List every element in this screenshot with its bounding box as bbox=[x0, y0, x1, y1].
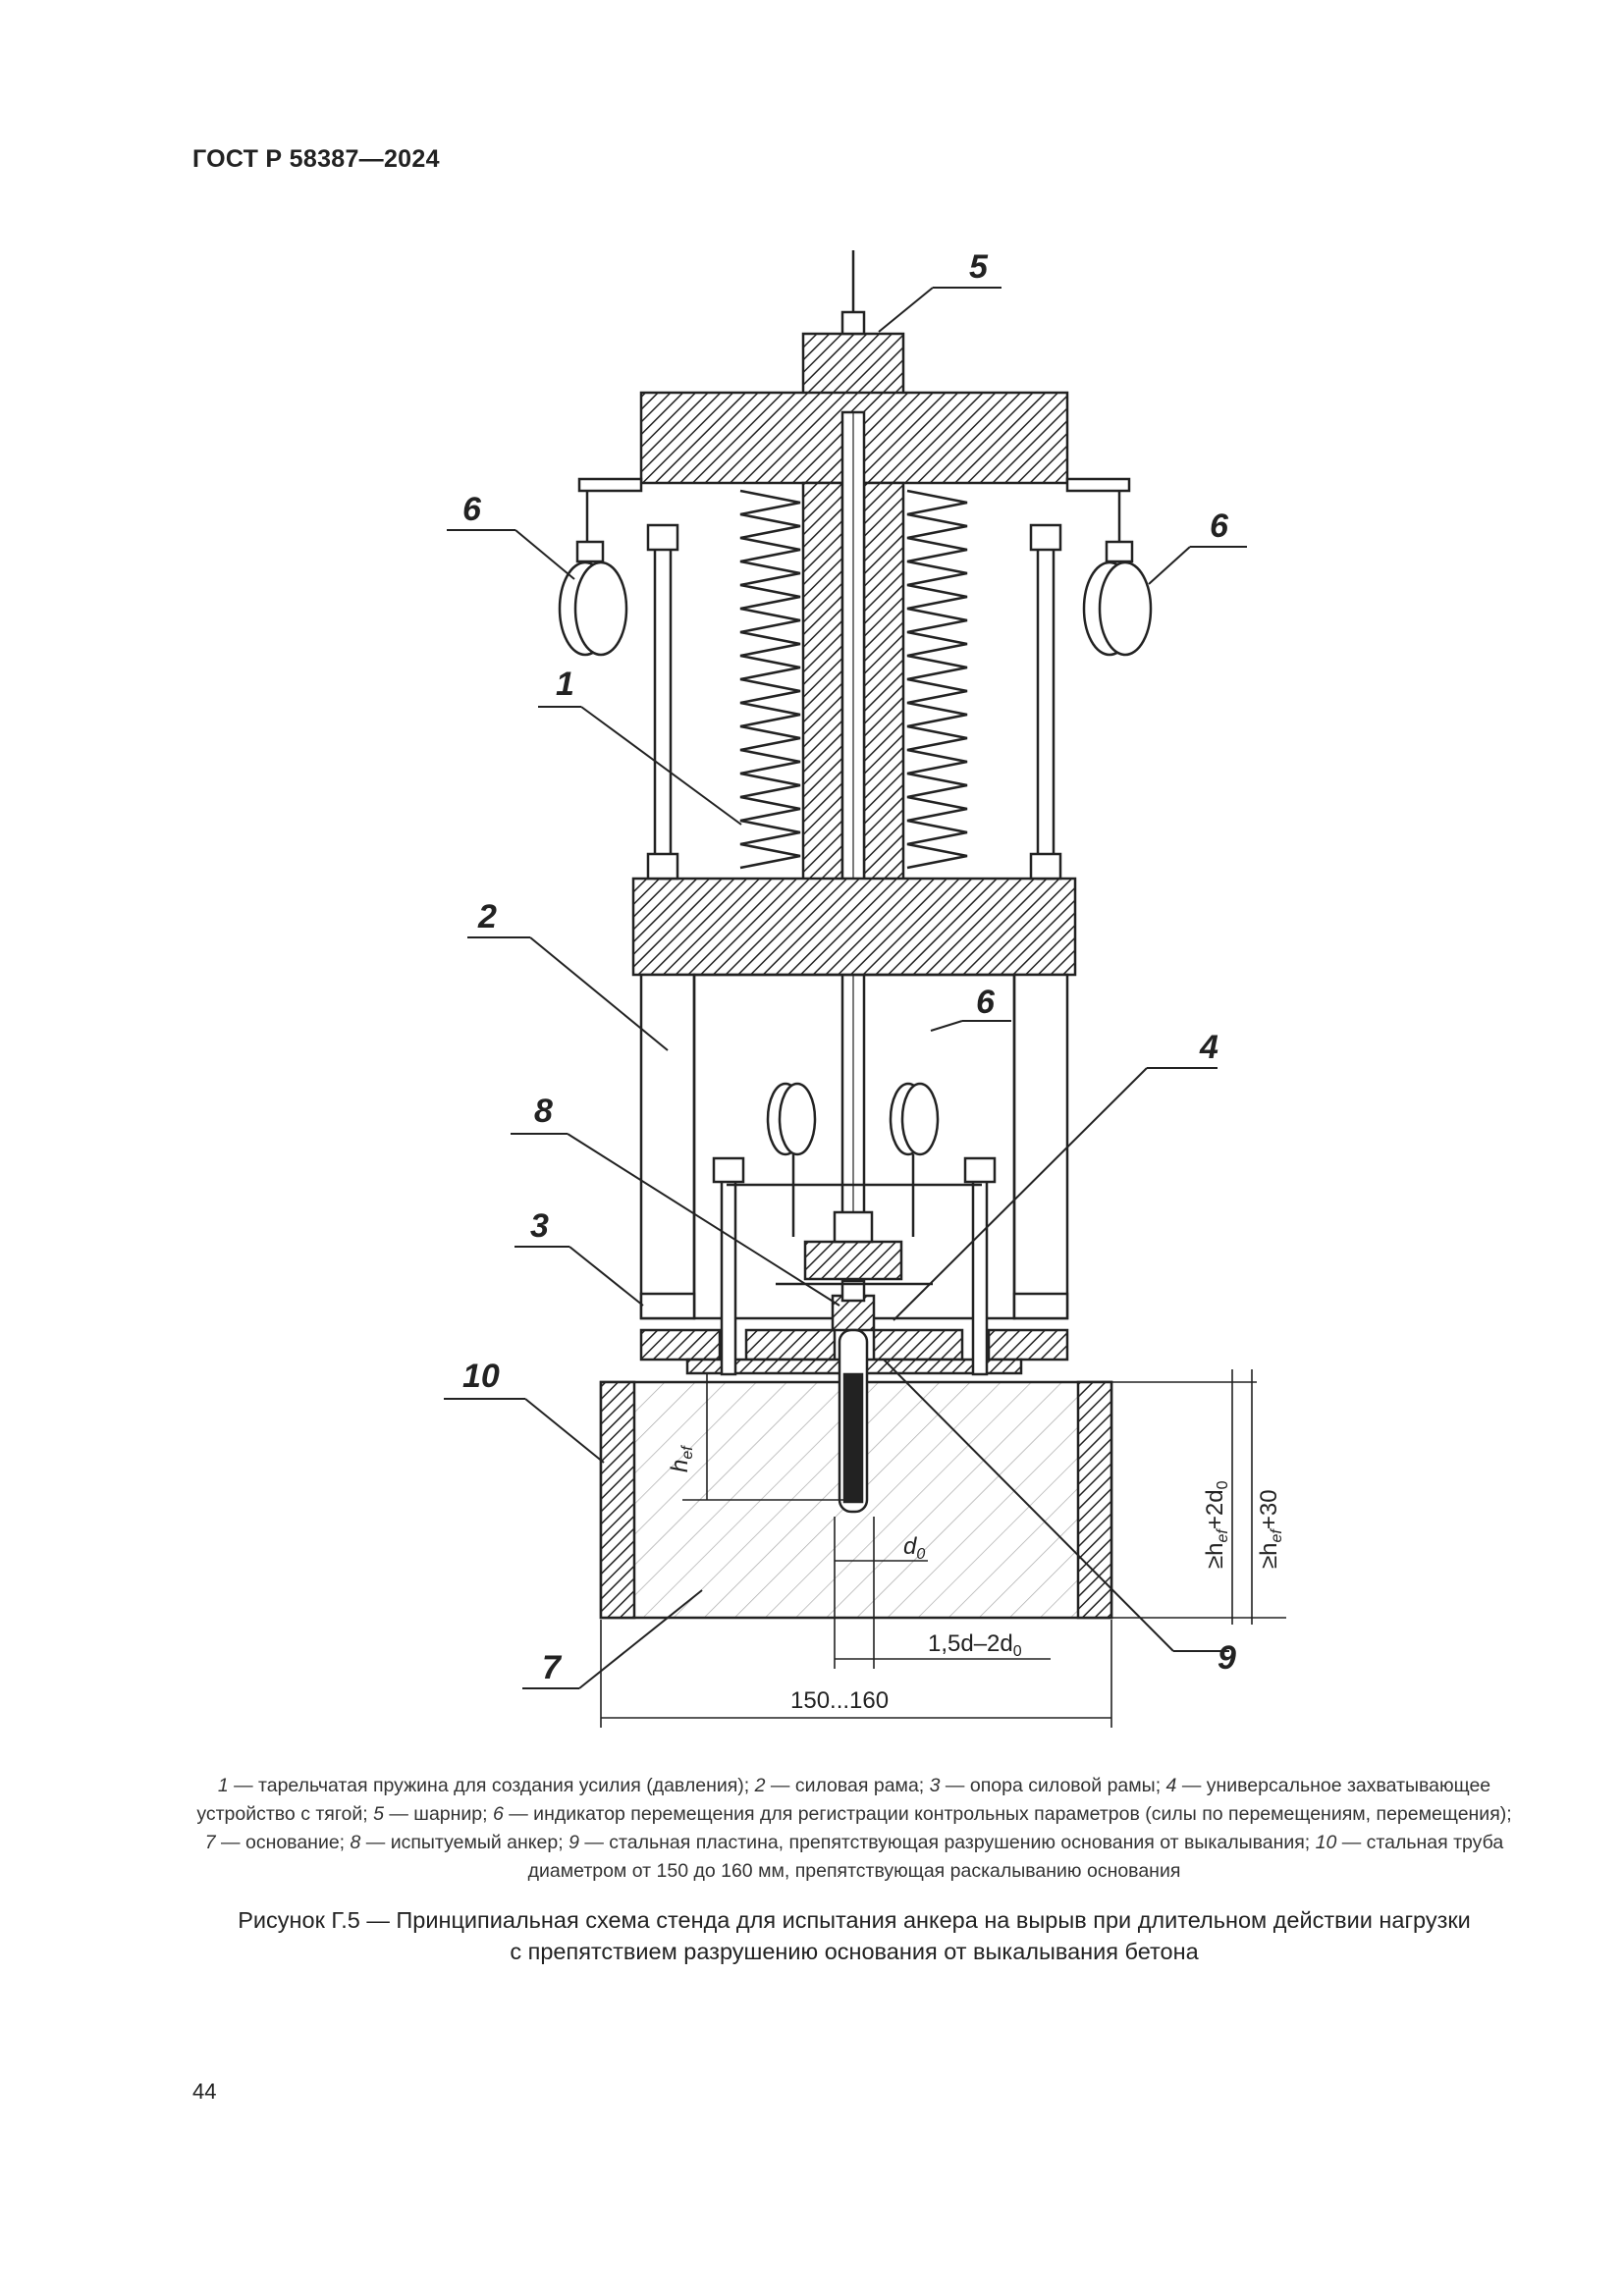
legend-text: — тарельчатая пружина для создания усили… bbox=[228, 1775, 755, 1796]
hinge-block bbox=[801, 332, 905, 404]
legend-num: 6 bbox=[492, 1803, 504, 1825]
dim-width: 150...160 bbox=[790, 1687, 889, 1714]
spring-right bbox=[906, 489, 968, 870]
legend-text: — силовая рама; bbox=[765, 1775, 930, 1796]
callout-2: 2 bbox=[477, 898, 497, 935]
steel-tube-left bbox=[599, 1380, 636, 1620]
legend-num: 7 bbox=[204, 1832, 216, 1853]
callout-3: 3 bbox=[530, 1207, 549, 1245]
dim-pitch: 1,5d–2d0 bbox=[928, 1630, 1022, 1660]
callout-8: 8 bbox=[534, 1093, 553, 1130]
gripping-device bbox=[803, 1240, 903, 1281]
legend-text: — опора силовой рамы; bbox=[940, 1775, 1166, 1796]
legend-num: 1 bbox=[217, 1775, 229, 1796]
caption-line-2: с препятствием разрушению основания от в… bbox=[510, 1939, 1199, 1964]
middle-crossbeam bbox=[631, 877, 1077, 977]
callout-10: 10 bbox=[462, 1358, 500, 1395]
legend-text: — основание; bbox=[215, 1832, 351, 1853]
spring-left bbox=[739, 489, 801, 870]
legend-text: — стальная труба диаметром от 150 до 160… bbox=[527, 1832, 1504, 1882]
figure-legend: 1 — тарельчатая пружина для создания уси… bbox=[192, 1772, 1516, 1886]
frame-column-left bbox=[639, 973, 696, 1320]
dim-d0: d0 bbox=[903, 1533, 925, 1563]
legend-text: — универсальное захватывающее устройство… bbox=[196, 1775, 1491, 1825]
legend-text: — индикатор перемещения для регистрации … bbox=[503, 1803, 1512, 1825]
base-plate-left bbox=[639, 1328, 722, 1362]
dial-indicator-bottom-left bbox=[766, 1082, 817, 1237]
legend-num: 4 bbox=[1165, 1775, 1177, 1796]
dial-indicator-top-right bbox=[1082, 491, 1153, 657]
legend-num: 8 bbox=[350, 1832, 361, 1853]
callout-4: 4 bbox=[1199, 1029, 1218, 1066]
frame-column-right bbox=[1012, 973, 1069, 1320]
legend-num: 2 bbox=[754, 1775, 766, 1796]
figure-caption: Рисунок Г.5 — Принципиальная схема стенд… bbox=[192, 1904, 1516, 1967]
base-plate-right bbox=[987, 1328, 1069, 1362]
legend-num: 10 bbox=[1315, 1832, 1337, 1853]
dim-height-2: ≥hef+30 bbox=[1256, 1489, 1285, 1569]
legend-num: 5 bbox=[373, 1803, 384, 1825]
callout-9: 9 bbox=[1218, 1639, 1236, 1677]
legend-text: — шарнир; bbox=[383, 1803, 493, 1825]
caption-line-1: Рисунок Г.5 — Принципиальная схема стенд… bbox=[238, 1907, 1471, 1933]
dial-indicator-bottom-right bbox=[889, 1082, 940, 1237]
legend-num: 9 bbox=[568, 1832, 579, 1853]
dim-height-1: ≥hef+2d0 bbox=[1202, 1480, 1231, 1569]
dial-indicator-top-left bbox=[558, 491, 628, 657]
callout-5: 5 bbox=[969, 248, 989, 286]
callout-1: 1 bbox=[556, 666, 574, 703]
callout-6-middle: 6 bbox=[976, 984, 996, 1021]
callout-7: 7 bbox=[542, 1649, 563, 1686]
legend-text: — стальная пластина, препятствующая разр… bbox=[578, 1832, 1316, 1853]
page-number: 44 bbox=[192, 2079, 217, 2104]
steel-tube-right bbox=[1076, 1380, 1113, 1620]
callout-6-top-left: 6 bbox=[462, 491, 482, 528]
test-stand-diagram: 5 6 6 1 2 6 4 8 3 10 7 9 hef d0 1,5d–2d0… bbox=[444, 248, 1286, 1728]
legend-num: 3 bbox=[929, 1775, 941, 1796]
document-header: ГОСТ Р 58387—2024 bbox=[192, 145, 440, 173]
dim-hef: hef bbox=[667, 1445, 696, 1472]
callout-6-top-right: 6 bbox=[1210, 507, 1229, 545]
legend-text: — испытуемый анкер; bbox=[360, 1832, 569, 1853]
